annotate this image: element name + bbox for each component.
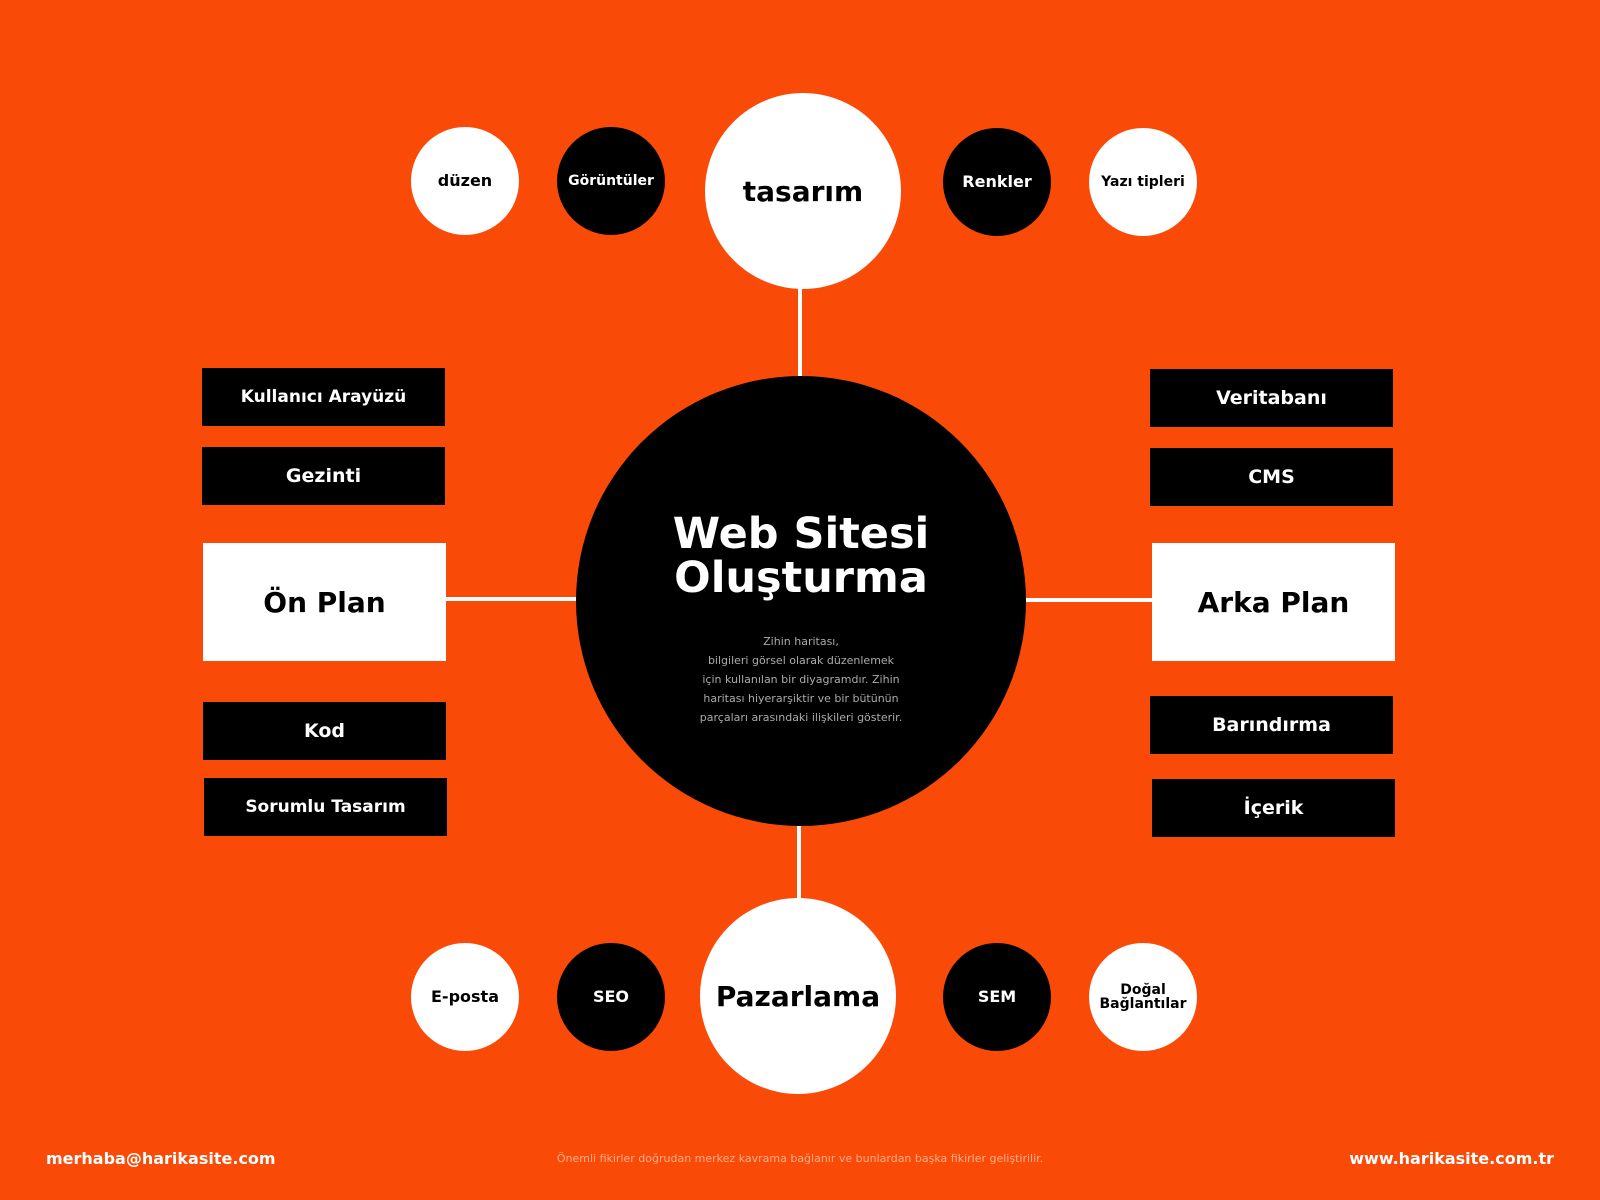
connector-left: [446, 597, 578, 601]
central-title-line-2: Oluşturma: [674, 553, 928, 603]
left-item-code: Kod: [203, 702, 446, 760]
central-topic-title: Web Sitesi Oluşturma: [576, 512, 1026, 600]
connector-top: [798, 286, 802, 378]
right-item-content: İçerik: [1152, 779, 1395, 837]
connector-right: [1024, 598, 1152, 602]
bottom-item-email: E-posta: [411, 943, 519, 1051]
central-topic: Web Sitesi Oluşturma Zihin haritası, bil…: [576, 376, 1026, 826]
top-item-colors: Renkler: [943, 128, 1051, 236]
right-item-hosting: Barındırma: [1150, 696, 1393, 754]
left-item-responsive-design: Sorumlu Tasarım: [204, 778, 447, 836]
top-item-images: Görüntüler: [557, 127, 665, 235]
bottom-item-seo: SEO: [557, 943, 665, 1051]
topic-design: tasarım: [705, 93, 901, 289]
footer-email[interactable]: merhaba@harikasite.com: [46, 1149, 276, 1168]
footer-website[interactable]: www.harikasite.com.tr: [1349, 1149, 1554, 1168]
top-item-layout: düzen: [411, 127, 519, 235]
left-item-user-interface: Kullanıcı Arayüzü: [202, 368, 445, 426]
connector-bottom: [797, 826, 801, 902]
topic-marketing: Pazarlama: [700, 898, 896, 1094]
right-item-database: Veritabanı: [1150, 369, 1393, 427]
central-topic-description: Zihin haritası, bilgileri görsel olarak …: [699, 635, 903, 724]
top-item-fonts: Yazı tipleri: [1089, 128, 1197, 236]
footer-note: Önemli fikirler doğrudan merkez kavrama …: [556, 1152, 1044, 1165]
topic-backend: Arka Plan: [1152, 543, 1395, 661]
bottom-item-sem: SEM: [943, 943, 1051, 1051]
right-item-cms: CMS: [1150, 448, 1393, 506]
central-title-line-1: Web Sitesi: [672, 509, 930, 559]
left-item-navigation: Gezinti: [202, 447, 445, 505]
bottom-item-organic-links: Doğal Bağlantılar: [1089, 943, 1197, 1051]
topic-frontend: Ön Plan: [203, 543, 446, 661]
